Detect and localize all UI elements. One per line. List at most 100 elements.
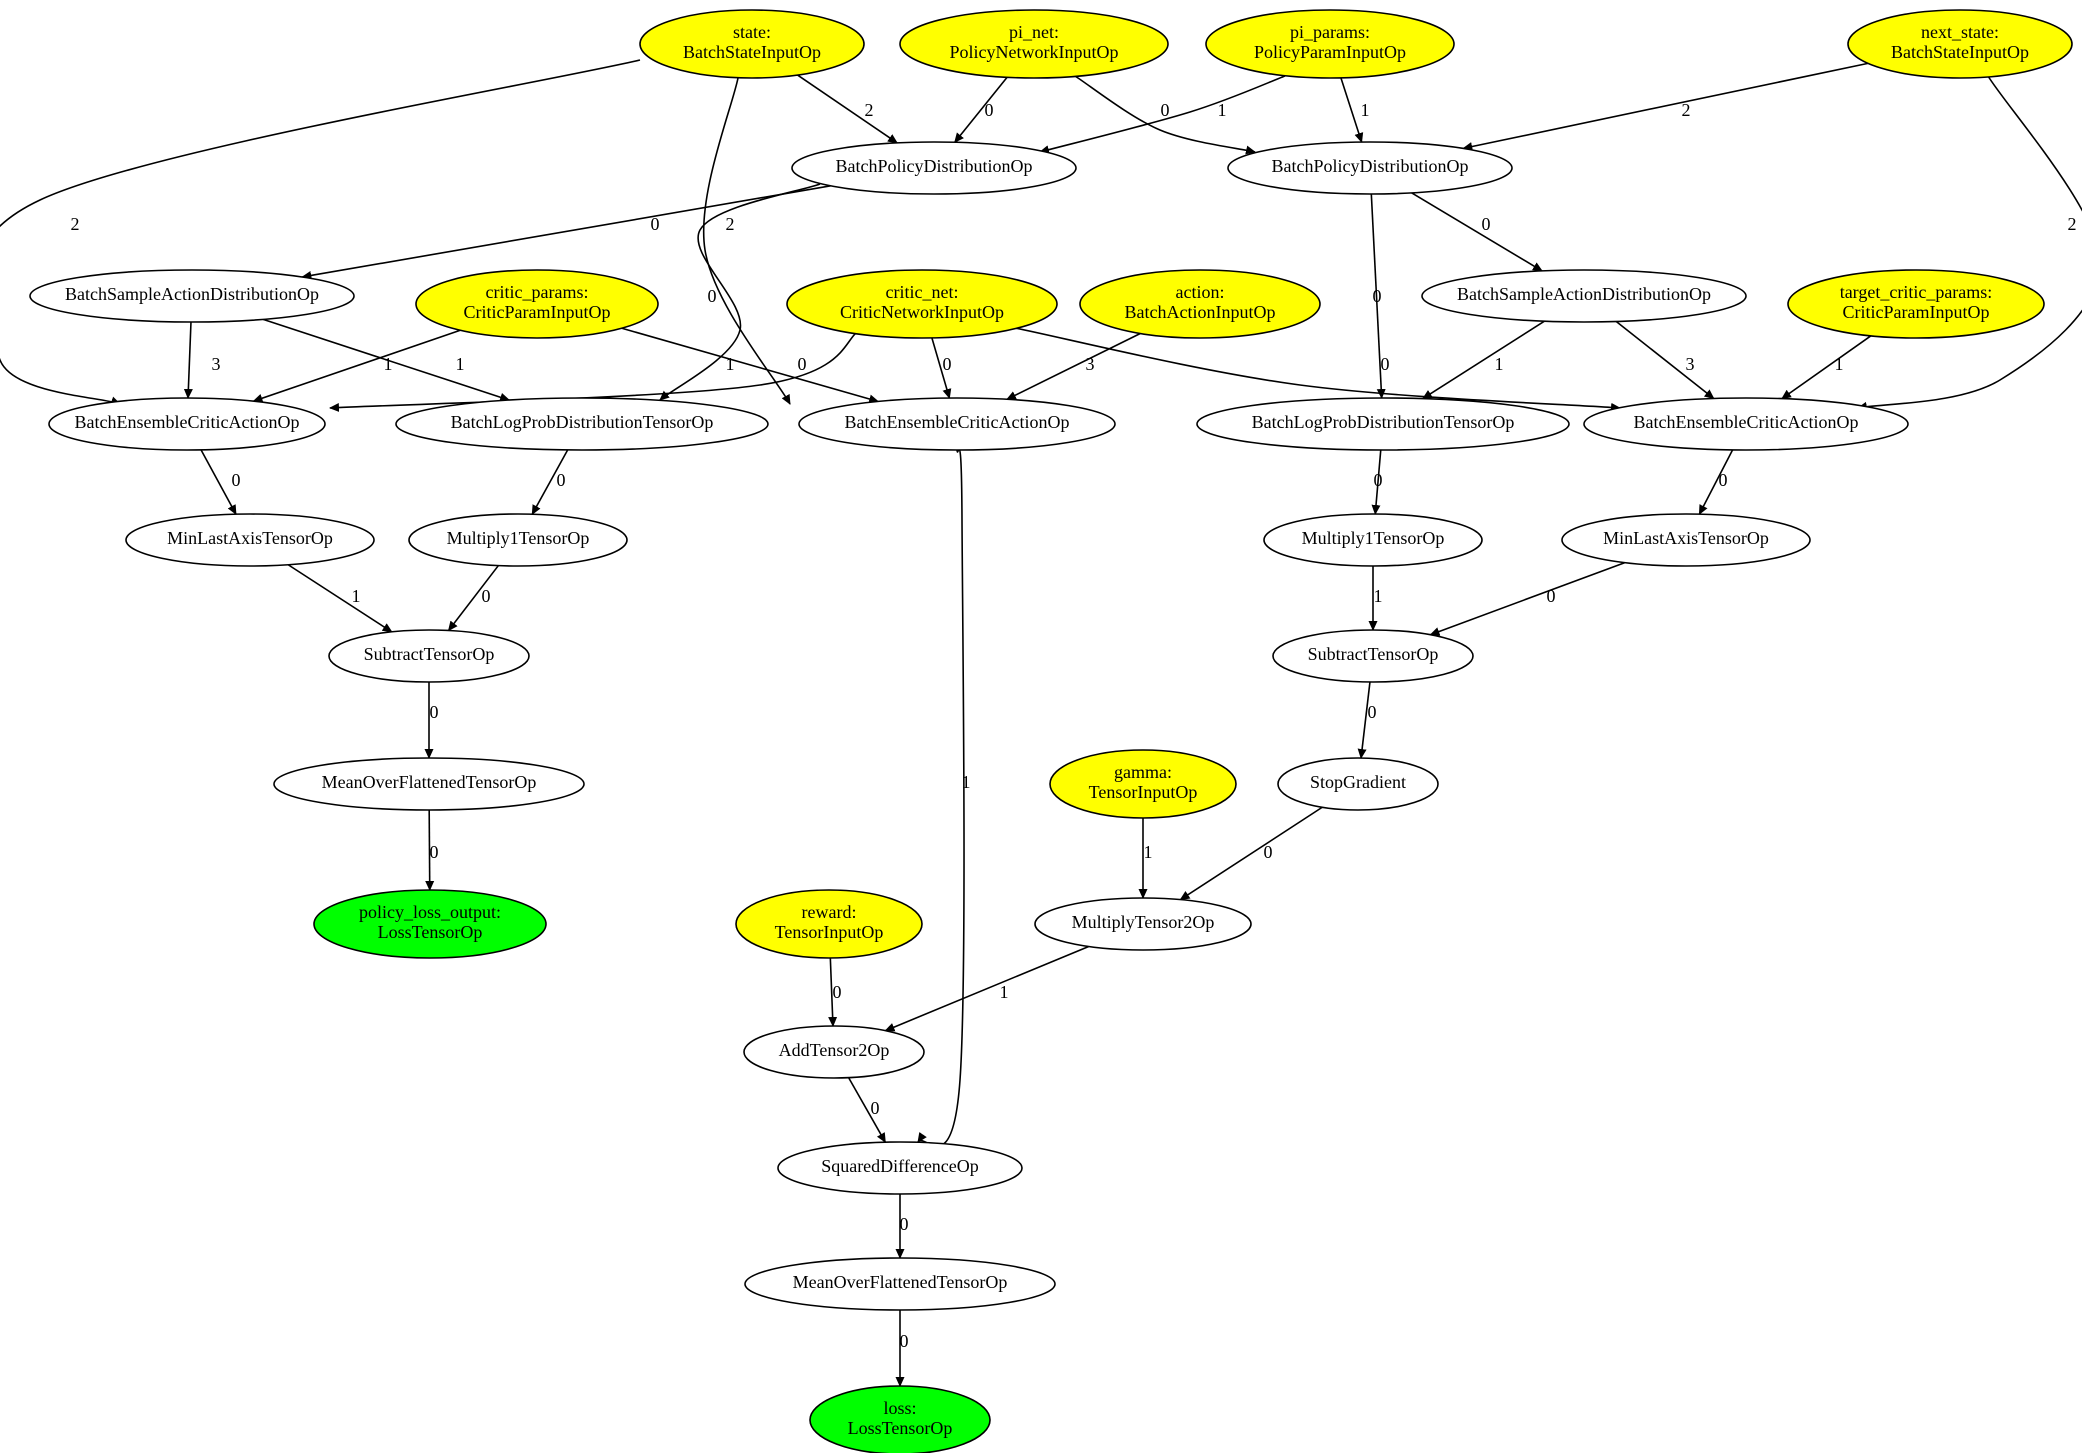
edge-label: 0 (1264, 842, 1273, 862)
node-reward: reward:TensorInputOp (735, 889, 923, 959)
edge-line (200, 449, 237, 516)
edge-line (262, 318, 511, 402)
edge-beca-left-to-minlast-left: 0 (200, 449, 241, 516)
edge-line (1357, 681, 1371, 760)
edge-label: 1 (352, 586, 361, 606)
node-shape (1583, 397, 1909, 451)
node-label: action: (1176, 282, 1225, 302)
edge-label: 1 (1361, 100, 1370, 120)
node-shape (1561, 513, 1811, 567)
edge-line (917, 448, 965, 1147)
node-bpd-right: BatchPolicyDistributionOp (1227, 141, 1513, 195)
node-shape (777, 1141, 1023, 1195)
node-shape (1263, 513, 1483, 567)
edge-line (621, 327, 880, 404)
node-state: state:BatchStateInputOp (639, 9, 865, 79)
node-label: PolicyParamInputOp (1254, 42, 1406, 62)
node-critic-params: critic_params:CriticParamInputOp (415, 269, 659, 339)
node-label: CriticNetworkInputOp (840, 302, 1004, 322)
edge-line (425, 809, 435, 891)
node-label: gamma: (1114, 762, 1172, 782)
node-label: SquaredDifferenceOp (821, 1156, 979, 1176)
edge-pi-params-to-bpd-right: 1 (1340, 77, 1370, 143)
node-label: BatchActionInputOp (1125, 302, 1276, 322)
node-label: TensorInputOp (1089, 782, 1198, 802)
node-label: CriticParamInputOp (1843, 302, 1990, 322)
node-label: StopGradient (1310, 772, 1406, 792)
node-label: BatchStateInputOp (683, 42, 821, 62)
edge-line (1615, 320, 1715, 400)
edge-line (252, 329, 461, 403)
edge-pi-params-to-bpd-left: 1 (1039, 75, 1286, 155)
edge-line (1014, 327, 1621, 412)
node-label: SubtractTensorOp (1308, 644, 1439, 664)
edge-mean-right-to-loss: 0 (895, 1310, 909, 1387)
node-label: critic_params: (486, 282, 589, 302)
node-shape (313, 889, 547, 959)
edge-label: 1 (1144, 842, 1153, 862)
node-shape (1079, 269, 1321, 339)
edge-label: 0 (1161, 100, 1170, 120)
edge-mean-left-to-policy-loss-output: 0 (425, 809, 439, 891)
edge-state-to-beca-mid: 2 (703, 77, 791, 405)
node-label: critic_net: (886, 282, 959, 302)
node-label: Multiply1TensorOp (447, 528, 590, 548)
node-shape (1196, 397, 1570, 451)
edge-label: 0 (651, 214, 660, 234)
node-sqdiff: SquaredDifferenceOp (777, 1141, 1023, 1195)
edge-pi-net-to-bpd-right: 0 (1074, 75, 1256, 155)
edge-multensor2-to-add2: 1 (884, 945, 1090, 1032)
node-label: pi_net: (1009, 22, 1059, 42)
node-shape (639, 9, 865, 79)
edge-bsad-left-to-blpd-left: 1 (262, 318, 511, 402)
edge-sqdiff-to-mean-right: 0 (895, 1194, 909, 1259)
node-label: LossTensorOp (378, 922, 483, 942)
edge-line (1074, 75, 1256, 155)
edge-add2-to-sqdiff: 0 (847, 1077, 887, 1144)
node-minlast-right: MinLastAxisTensorOp (1561, 513, 1811, 567)
edge-label: 0 (798, 354, 807, 374)
edge-label: 1 (1374, 586, 1383, 606)
node-critic-net: critic_net:CriticNetworkInputOp (786, 269, 1058, 339)
edge-label: 0 (232, 470, 241, 490)
edge-label: 0 (943, 354, 952, 374)
node-label: MinLastAxisTensorOp (1603, 528, 1769, 548)
edge-blpd-right-to-mul1-right: 0 (1371, 449, 1383, 516)
node-mean-right: MeanOverFlattenedTensorOp (744, 1257, 1056, 1311)
edge-line (329, 329, 861, 413)
edge-action-to-beca-mid: 3 (1006, 332, 1141, 401)
edge-stopgrad-to-multensor2: 0 (1179, 806, 1323, 901)
node-shape (1049, 749, 1237, 819)
edge-label: 0 (1547, 586, 1556, 606)
edge-critic-net-to-beca-right: 0 (1014, 327, 1621, 412)
node-shape (408, 513, 628, 567)
edge-line (703, 77, 791, 405)
edge-line (183, 321, 193, 400)
node-shape (791, 141, 1077, 195)
edge-line (1179, 806, 1323, 901)
node-sub-left: SubtractTensorOp (328, 629, 530, 683)
node-shape (29, 269, 355, 323)
edge-label: 0 (430, 702, 439, 722)
edge-label: 0 (1381, 354, 1390, 374)
node-next-state: next_state:BatchStateInputOp (1847, 9, 2073, 79)
edge-line (931, 337, 952, 399)
edge-minlast-left-to-sub-left: 1 (287, 564, 393, 633)
edge-bpd-right-to-bsad-right: 0 (1411, 192, 1543, 272)
edge-line (1781, 335, 1872, 400)
edge-line (954, 76, 1008, 144)
node-shape (798, 397, 1116, 451)
node-label: BatchLogProbDistributionTensorOp (1252, 412, 1515, 432)
edge-label: 0 (871, 1098, 880, 1118)
node-pi-params: pi_params:PolicyParamInputOp (1205, 9, 1455, 79)
node-label: next_state: (1921, 22, 1999, 42)
edge-line (828, 957, 838, 1027)
node-minlast-left: MinLastAxisTensorOp (125, 513, 375, 567)
node-shape (744, 1257, 1056, 1311)
edge-line (884, 945, 1090, 1032)
edge-label: 0 (985, 100, 994, 120)
node-label: MeanOverFlattenedTensorOp (322, 772, 537, 792)
edge-line (1340, 77, 1364, 143)
edge-label: 0 (430, 842, 439, 862)
